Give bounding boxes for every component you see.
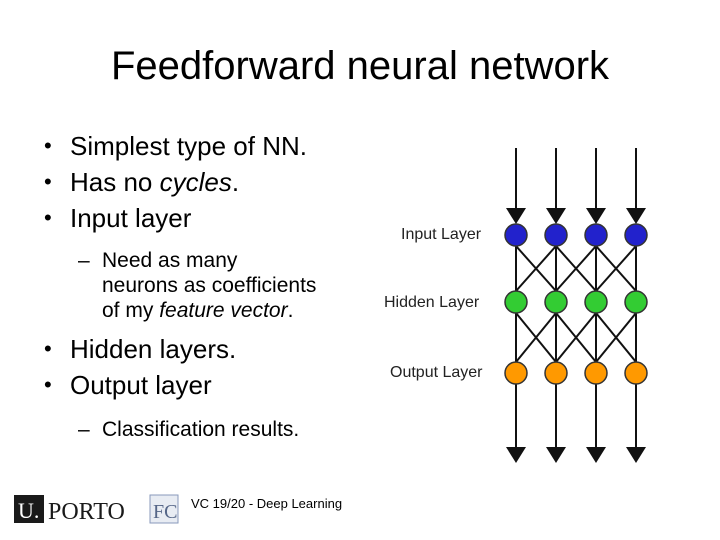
hidden-layer-label: Hidden Layer — [384, 294, 480, 311]
sub-bullet-item: –Classification results. — [78, 418, 300, 441]
input-neuron — [624, 223, 648, 247]
input-neuron — [584, 223, 608, 247]
connection-line — [595, 312, 637, 363]
input-neuron — [504, 223, 528, 247]
bullet-item: •Input layer — [44, 200, 384, 236]
output-neuron — [624, 361, 648, 385]
hidden-neuron — [504, 290, 528, 314]
connection-line — [595, 245, 637, 292]
bullet-icon: • — [44, 336, 52, 361]
hidden-neuron — [624, 290, 648, 314]
hidden-neuron — [584, 290, 608, 314]
bullet-list: •Simplest type of NN. •Has no cycles. •I… — [44, 128, 384, 442]
bullet-icon: • — [44, 372, 52, 397]
input-neuron — [544, 223, 568, 247]
bullet-icon: • — [44, 169, 52, 194]
connection-line — [515, 312, 557, 363]
svg-text:U.: U. — [18, 498, 39, 523]
sub-bullet-item: – Need as many neurons as coefficients o… — [78, 249, 317, 322]
output-neuron — [504, 361, 528, 385]
dash-icon: – — [78, 249, 90, 272]
slide-title: Feedforward neural network — [110, 44, 610, 88]
bullet-icon: • — [44, 133, 52, 158]
connection-line — [515, 245, 557, 292]
hidden-neuron — [544, 290, 568, 314]
bullet-item: •Simplest type of NN. — [44, 128, 384, 164]
output-layer-label: Output Layer — [390, 364, 483, 381]
bullet-item: •Has no cycles. — [44, 164, 384, 200]
bullet-icon: • — [44, 205, 52, 230]
dash-icon: – — [78, 418, 90, 441]
input-layer-label: Input Layer — [401, 226, 482, 243]
bullet-item: •Output layer — [44, 367, 384, 403]
output-neuron — [584, 361, 608, 385]
bullet-item: •Hidden layers. — [44, 331, 384, 367]
connection-line — [555, 245, 597, 292]
svg-text:FC: FC — [153, 501, 177, 523]
connection-line — [555, 312, 597, 363]
svg-text:PORTO: PORTO — [48, 499, 125, 525]
university-logo: U. PORTO FC — [14, 492, 180, 526]
neural-network-diagram: Input Layer Hidden Layer Output Layer — [384, 148, 648, 463]
output-neuron — [544, 361, 568, 385]
footer-text: VC 19/20 - Deep Learning — [191, 496, 343, 511]
